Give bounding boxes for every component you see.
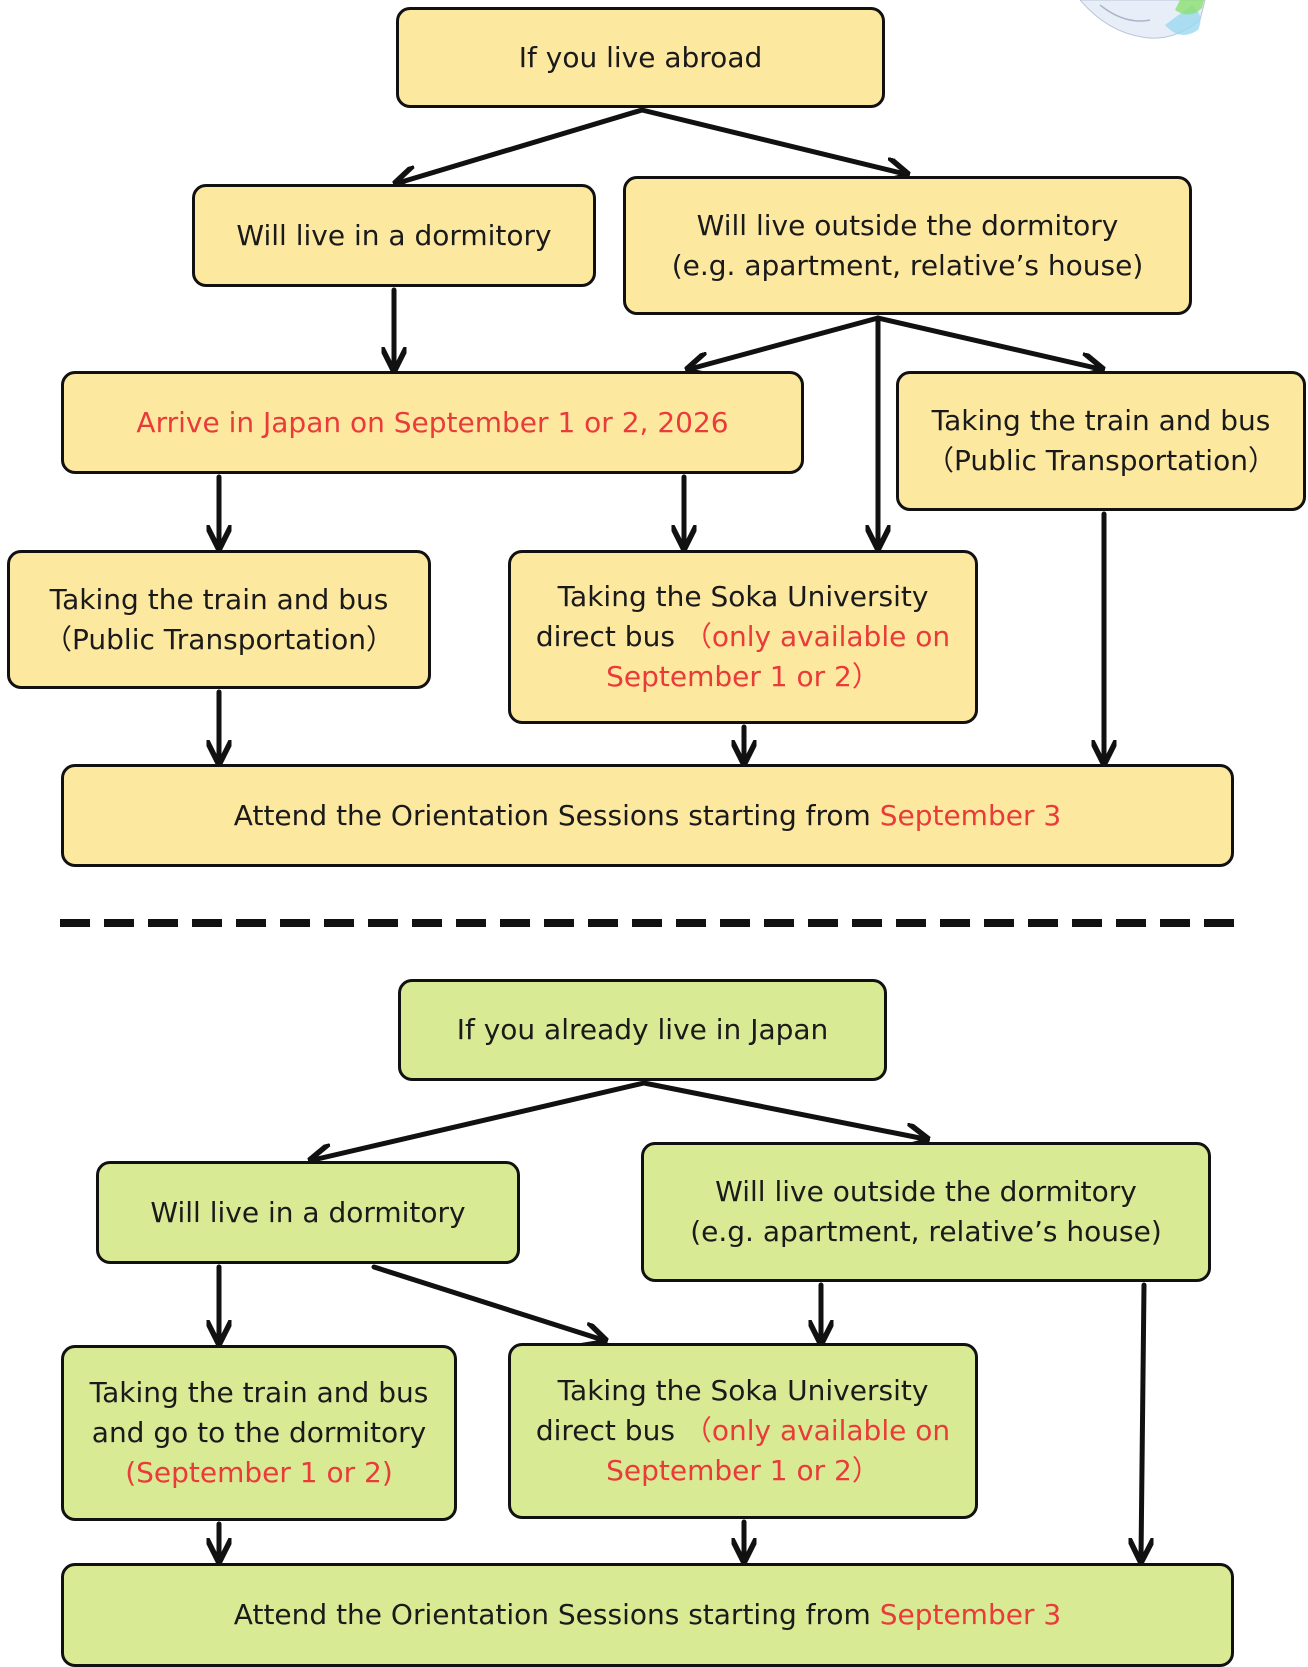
abroad-arrive-box: Arrive in Japan on September 1 or 2, 202…	[61, 371, 804, 474]
japan-outside-line1: Will live outside the dormitory	[715, 1175, 1137, 1208]
japan-direct-bus-line3: September 1 or 2）	[606, 1454, 880, 1487]
arrow-japan-start-to-dormitory	[313, 1080, 647, 1160]
japan-attend-red: September 3	[879, 1598, 1062, 1631]
abroad-direct-bus-line1: Taking the Soka University	[557, 580, 929, 613]
abroad-public-transport-line1: Taking the train and bus	[931, 404, 1271, 437]
abroad-attend-plain: Attend the Orientation Sessions starting…	[233, 798, 871, 832]
japan-direct-bus-box: Taking the Soka University direct bus （o…	[508, 1343, 978, 1519]
japan-outside-box: Will live outside the dormitory (e.g. ap…	[641, 1142, 1211, 1282]
abroad-outside-box: Will live outside the dormitory (e.g. ap…	[623, 176, 1192, 315]
arrow-start-to-dormitory	[398, 107, 645, 183]
abroad-train-line2: （Public Transportation）	[44, 622, 394, 656]
abroad-direct-bus-line2: direct bus （only available on	[536, 617, 950, 657]
japan-train-box: Taking the train and bus and go to the d…	[61, 1345, 457, 1521]
abroad-outside-line2: (e.g. apartment, relative’s house)	[671, 248, 1144, 282]
japan-direct-bus-line2-plain: direct bus	[535, 1414, 675, 1447]
decorative-illustration	[1080, 0, 1206, 39]
japan-direct-bus-line2: direct bus （only available on	[536, 1411, 950, 1451]
japan-attend-box: Attend the Orientation Sessions starting…	[61, 1563, 1234, 1667]
abroad-start-box: If you live abroad	[396, 7, 885, 108]
japan-direct-bus-line1: Taking the Soka University	[557, 1374, 929, 1407]
abroad-train-line1: Taking the train and bus	[49, 582, 389, 616]
abroad-outside-line1: Will live outside the dormitory	[696, 208, 1119, 242]
abroad-direct-bus-line2-red: （only available on	[683, 620, 951, 653]
arrow-japan-start-to-outside	[641, 1080, 925, 1139]
japan-start-label: If you already live in Japan	[456, 1013, 829, 1046]
abroad-public-transport-box: Taking the train and bus （Public Transpo…	[896, 371, 1306, 511]
abroad-attend-label: Attend the Orientation Sessions starting…	[234, 796, 1061, 836]
japan-outside-line2: (e.g. apartment, relative’s house)	[690, 1215, 1162, 1248]
arrow-outside-to-public-transport	[875, 315, 1100, 369]
arrow-japan-outside-to-attend	[1141, 1282, 1144, 1558]
abroad-direct-bus-box: Taking the Soka University direct bus （o…	[508, 550, 978, 724]
japan-dormitory-box: Will live in a dormitory	[96, 1161, 520, 1264]
abroad-attend-box: Attend the Orientation Sessions starting…	[61, 764, 1234, 867]
abroad-direct-bus-line3: September 1 or 2）	[606, 660, 880, 693]
arrow-start-to-outside	[639, 107, 905, 174]
abroad-dormitory-label: Will live in a dormitory	[236, 218, 552, 252]
abroad-dormitory-box: Will live in a dormitory	[192, 184, 596, 287]
arrow-japan-dormitory-to-direct-bus	[371, 1264, 603, 1340]
abroad-train-box: Taking the train and bus （Public Transpo…	[7, 550, 431, 689]
japan-direct-bus-line2-red: （only available on	[683, 1414, 951, 1447]
japan-dormitory-label: Will live in a dormitory	[150, 1195, 466, 1229]
abroad-direct-bus-line2-plain: direct bus	[535, 620, 675, 653]
japan-train-line3: (September 1 or 2)	[125, 1456, 393, 1489]
japan-train-line2: and go to the dormitory	[91, 1416, 427, 1449]
abroad-attend-red: September 3	[879, 798, 1062, 832]
abroad-public-transport-line2: （Public Transportation）	[926, 444, 1276, 477]
japan-attend-plain: Attend the Orientation Sessions starting…	[233, 1598, 871, 1631]
arrow-outside-to-arrive	[690, 315, 881, 369]
japan-train-line1: Taking the train and bus	[89, 1376, 429, 1409]
abroad-arrive-label: Arrive in Japan on September 1 or 2, 202…	[136, 405, 729, 439]
japan-attend-label: Attend the Orientation Sessions starting…	[234, 1595, 1061, 1635]
abroad-start-label: If you live abroad	[518, 40, 763, 74]
japan-start-box: If you already live in Japan	[398, 979, 887, 1081]
